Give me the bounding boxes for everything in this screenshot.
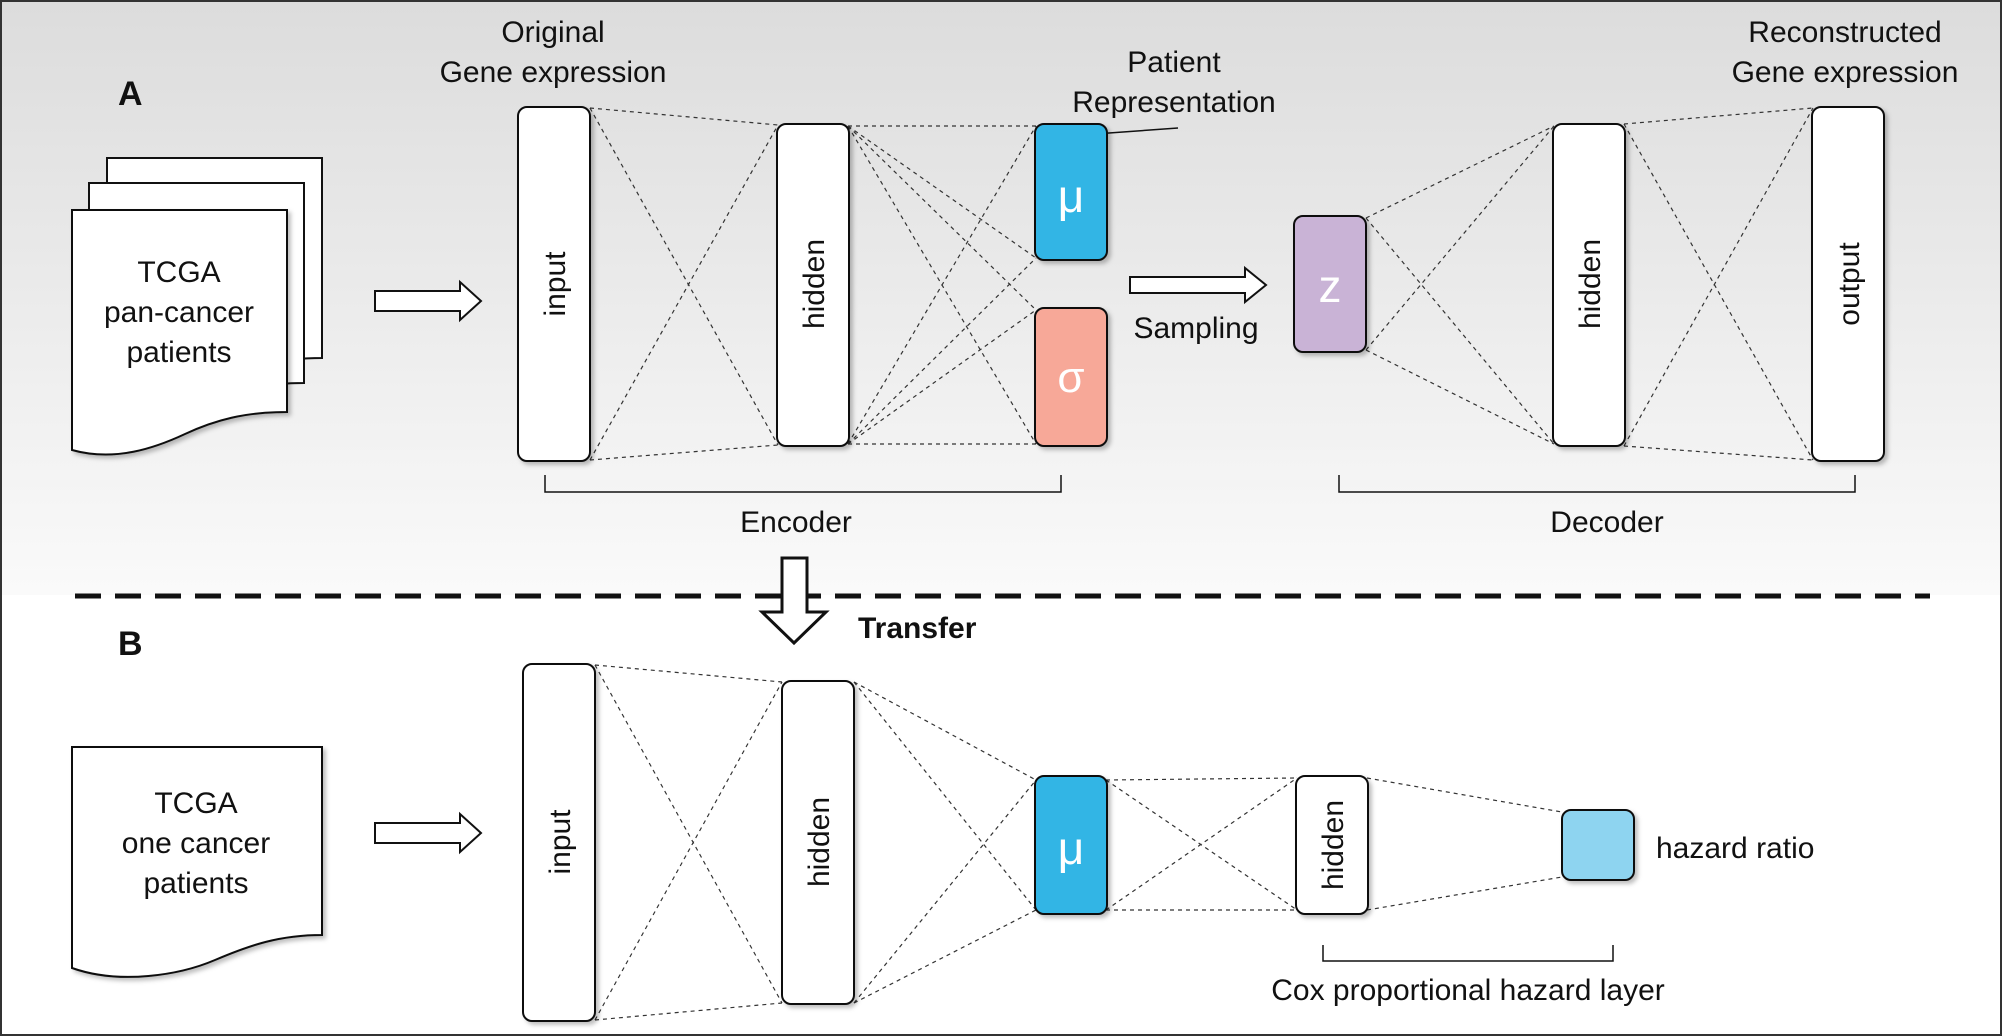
panel-a-background xyxy=(0,0,2002,595)
representation-note-line1: Patient xyxy=(1127,46,1221,79)
hidden-layer-decoder xyxy=(1552,123,1626,447)
input-layer-b-label: input xyxy=(544,809,577,875)
hidden-layer-a-label: hidden xyxy=(798,239,831,329)
panel-b-connections xyxy=(594,664,1563,1021)
z-layer-label: z xyxy=(1319,260,1342,312)
output-layer-label: output xyxy=(1833,242,1866,326)
decoder-bracket xyxy=(1338,475,1856,493)
mu-layer-b xyxy=(1034,775,1108,915)
panel-a-label: A xyxy=(118,75,143,113)
hidden-layer-a xyxy=(776,123,850,447)
input-layer-a xyxy=(517,106,591,462)
panel-b-label: B xyxy=(118,625,143,663)
mu-layer-a-label: μ xyxy=(1058,170,1085,222)
representation-note-line2: Representation xyxy=(1072,86,1275,119)
input-layer-a-label: input xyxy=(539,251,572,317)
transfer-label: Transfer xyxy=(858,612,977,645)
sigma-layer-label: σ xyxy=(1057,353,1084,402)
pan-cancer-documents-icon xyxy=(71,157,323,456)
panel-b-background xyxy=(0,595,2002,1036)
transfer-arrow xyxy=(758,556,830,646)
input-arrow-a xyxy=(374,279,483,323)
cox-layer-label: Cox proportional hazard layer xyxy=(1271,974,1665,1007)
sampling-arrow xyxy=(1129,265,1268,305)
one-cancer-doc-line2: one cancer xyxy=(122,827,270,860)
decoder-label: Decoder xyxy=(1550,506,1663,539)
cox-bracket xyxy=(1322,945,1614,962)
cox-hidden-layer-label: hidden xyxy=(1317,800,1350,890)
decoder-connections xyxy=(1365,107,1814,461)
one-cancer-doc-line3: patients xyxy=(143,867,248,900)
sampling-label: Sampling xyxy=(1133,312,1258,345)
input-title-line2: Gene expression xyxy=(440,56,667,89)
pan-cancer-doc-line3: patients xyxy=(126,336,231,369)
pan-cancer-doc-line1: TCGA xyxy=(137,256,220,289)
output-layer xyxy=(1811,106,1885,462)
one-cancer-document-icon xyxy=(71,746,323,978)
mu-layer-a xyxy=(1034,123,1108,261)
cox-hidden-layer xyxy=(1295,775,1369,915)
hazard-ratio-label: hazard ratio xyxy=(1656,832,1814,865)
output-title-line1: Reconstructed xyxy=(1748,16,1941,49)
z-layer xyxy=(1293,215,1367,353)
hidden-layer-b xyxy=(781,680,855,1005)
output-title-line2: Gene expression xyxy=(1732,56,1959,89)
input-arrow-b xyxy=(374,811,483,855)
pan-cancer-doc-line2: pan-cancer xyxy=(104,296,254,329)
input-title-line1: Original xyxy=(501,16,604,49)
encoder-connections xyxy=(589,107,1037,461)
input-layer-b xyxy=(522,663,596,1022)
sigma-layer xyxy=(1034,307,1108,447)
hidden-layer-decoder-label: hidden xyxy=(1574,239,1607,329)
encoder-bracket xyxy=(544,475,1062,493)
mu-layer-b-label: μ xyxy=(1058,822,1085,874)
hidden-layer-b-label: hidden xyxy=(803,797,836,887)
encoder-label: Encoder xyxy=(740,506,852,539)
one-cancer-doc-line1: TCGA xyxy=(154,787,237,820)
hazard-ratio-node xyxy=(1561,809,1635,881)
